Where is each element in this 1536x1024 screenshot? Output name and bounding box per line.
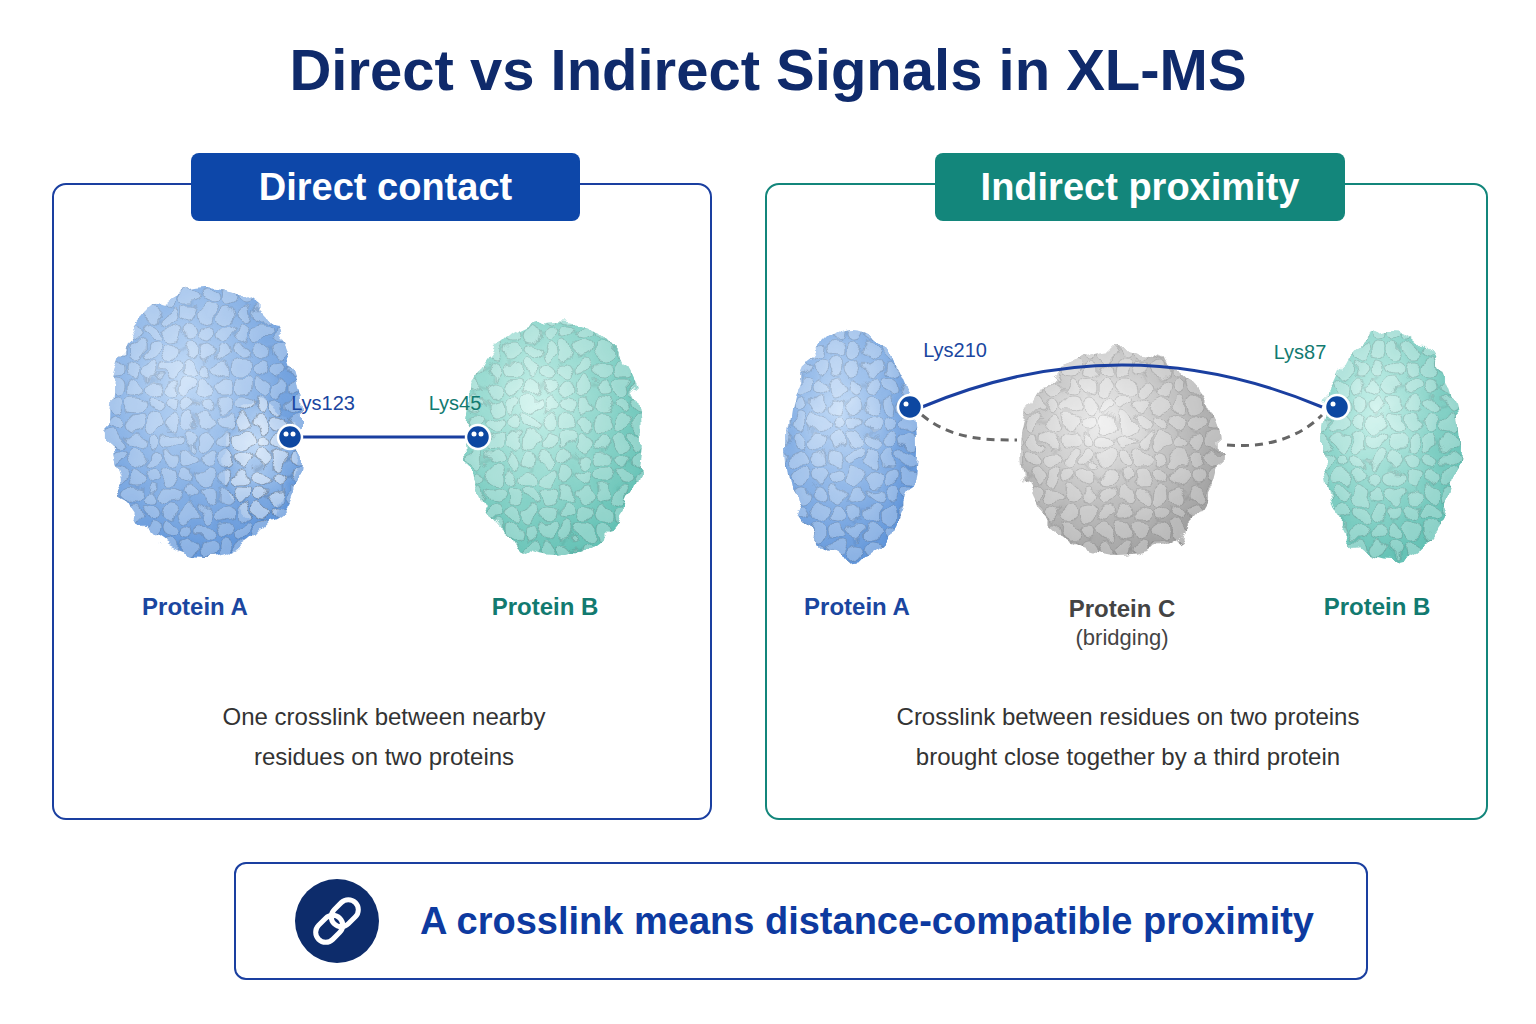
protein-blob [788, 330, 916, 560]
protein-name: Protein B [1324, 592, 1431, 622]
crosslink-connector [284, 436, 468, 439]
link-icon [312, 896, 363, 947]
protein-blob [466, 319, 642, 555]
residue-dot [466, 425, 490, 449]
diagram-title: Direct vs Indirect Signals in XL-MS [0, 36, 1536, 103]
panel-heading: Direct contact [191, 153, 580, 221]
protein-blob [1020, 349, 1220, 555]
protein-name: Protein A [804, 592, 910, 622]
protein-node: Protein C(bridging) [1017, 322, 1227, 652]
protein-node: Protein A [106, 277, 284, 622]
panel-heading: Indirect proximity [935, 153, 1345, 221]
panel-box: Direct contactOne crosslink between near… [52, 183, 712, 820]
residue-dot [278, 425, 302, 449]
proximity-connector [922, 415, 1017, 440]
protein-name: Protein C [1069, 594, 1176, 624]
link-icon-disc [295, 879, 379, 963]
protein-blob [1322, 330, 1458, 560]
residue-label: Lys45 [429, 391, 482, 415]
protein-blob [110, 287, 300, 557]
residue-label: Lys87 [1274, 340, 1327, 364]
protein-name: Protein B [492, 592, 599, 622]
protein-node: Protein B [468, 277, 622, 622]
proximity-connector [1227, 415, 1322, 446]
protein-node: Protein A [792, 322, 922, 622]
residue-dot [898, 395, 922, 419]
panel-caption: One crosslink between nearby residues on… [194, 697, 574, 777]
crosslink-connector [922, 365, 1322, 407]
protein-node: Protein B [1322, 322, 1432, 622]
note-text: A crosslink means distance-compatible pr… [420, 900, 1314, 943]
note-box: A crosslink means distance-compatible pr… [234, 862, 1368, 980]
residue-label: Lys123 [291, 391, 355, 415]
protein-role: (bridging) [1076, 624, 1169, 652]
panel-caption: Crosslink between residues on two protei… [858, 697, 1398, 777]
protein-name: Protein A [142, 592, 248, 622]
residue-dot [1325, 395, 1349, 419]
residue-label: Lys210 [923, 338, 987, 362]
panel-box: Indirect proximityCrosslink between resi… [765, 183, 1488, 820]
